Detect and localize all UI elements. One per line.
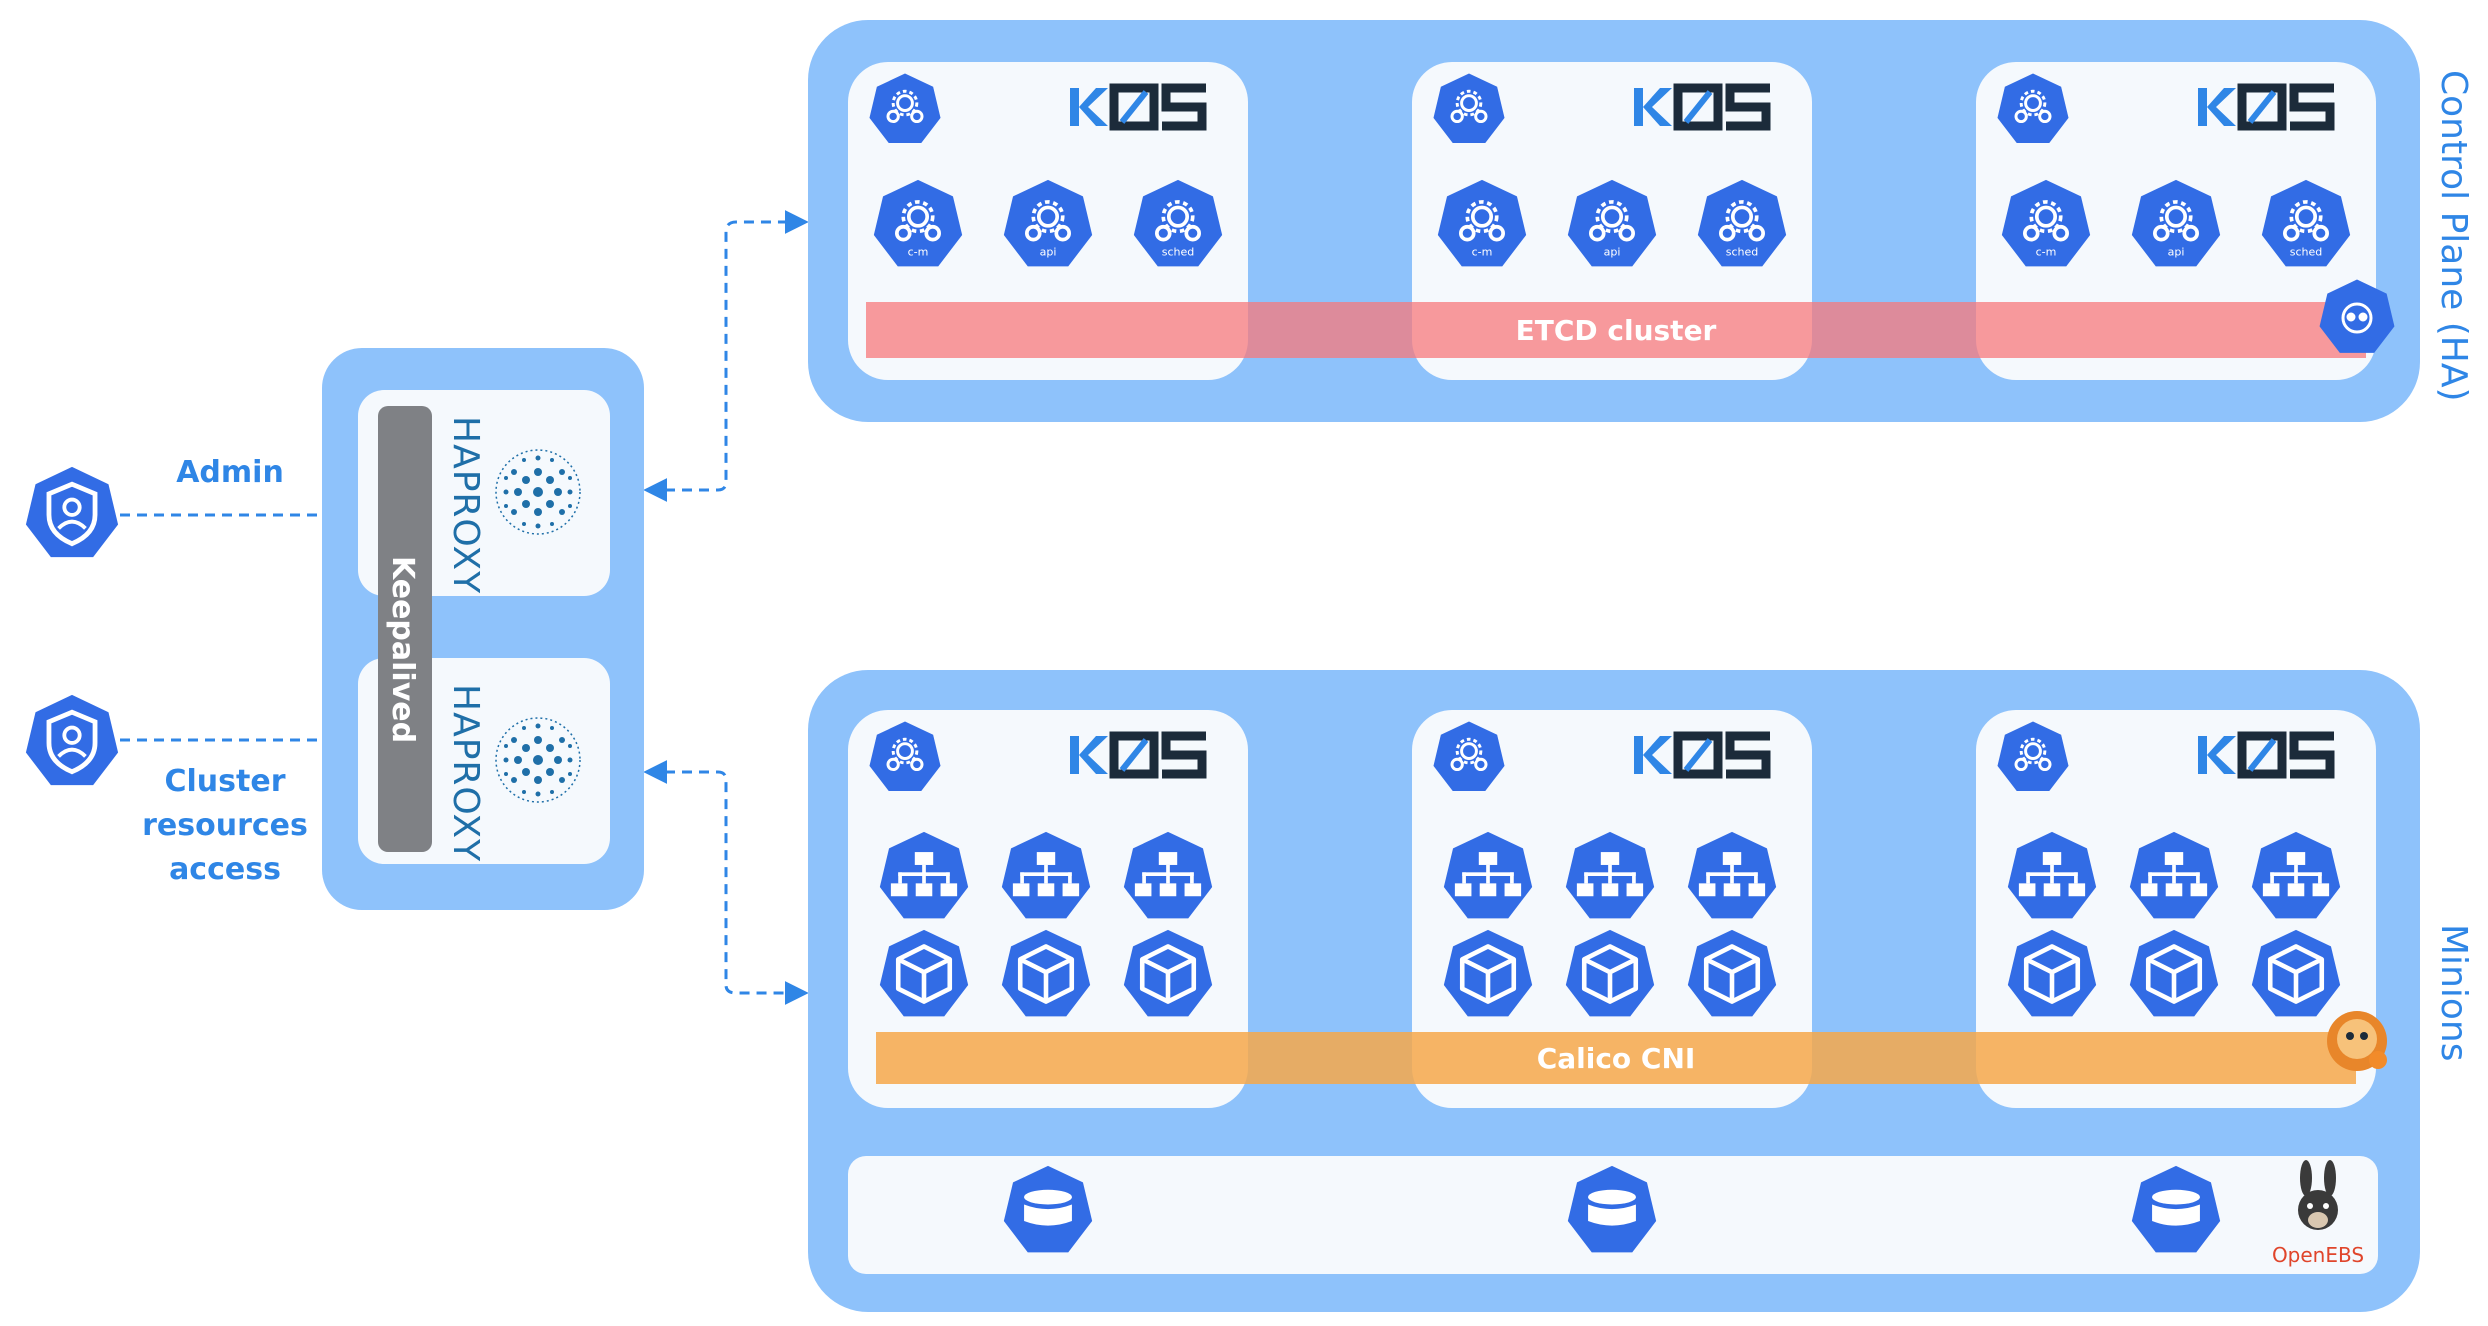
pod-icon — [1564, 928, 1656, 1020]
volume-icon — [2130, 1164, 2222, 1256]
pod-icon — [878, 928, 970, 1020]
scheduler-caption: sched — [1726, 245, 1759, 258]
cluster-access-label: Cluster resources access — [142, 764, 308, 887]
keepalived-bar: Keepalived — [378, 406, 432, 852]
api-server-icon: api — [2130, 178, 2222, 270]
admin-label: Admin — [176, 455, 284, 490]
pod-icon — [2006, 928, 2098, 1020]
service-icon — [2128, 830, 2220, 922]
controller-manager-caption: c-m — [1472, 245, 1493, 258]
k0s-logo-icon — [2194, 730, 2344, 780]
scheduler-icon: sched — [1132, 178, 1224, 270]
control-plane-label: Control Plane (HA) — [2433, 70, 2474, 402]
keepalived-label: Keepalived — [385, 556, 420, 744]
service-icon — [2006, 830, 2098, 922]
service-icon — [1000, 830, 1092, 922]
haproxy-logo-icon — [488, 710, 588, 810]
scheduler-caption: sched — [2290, 245, 2323, 258]
volume-icon — [1566, 1164, 1658, 1256]
node-gear-icon — [1996, 720, 2070, 794]
k0s-logo-icon — [1066, 730, 1216, 780]
service-icon — [1122, 830, 1214, 922]
service-icon — [1686, 830, 1778, 922]
calico-cni-bar: Calico CNI — [876, 1032, 2356, 1084]
service-icon — [2250, 830, 2342, 922]
pod-icon — [1122, 928, 1214, 1020]
k0s-logo-icon — [1630, 730, 1780, 780]
pod-icon — [2128, 928, 2220, 1020]
scheduler-caption: sched — [1162, 245, 1195, 258]
node-gear-icon — [1432, 72, 1506, 146]
volume-icon — [1002, 1164, 1094, 1256]
pod-icon — [2250, 928, 2342, 1020]
openebs-logo-icon: OpenEBS — [2272, 1160, 2364, 1267]
service-icon — [1442, 830, 1534, 922]
scheduler-icon: sched — [2260, 178, 2352, 270]
controller-manager-icon: c-m — [1436, 178, 1528, 270]
node-gear-icon — [868, 72, 942, 146]
node-gear-icon — [1432, 720, 1506, 794]
api-server-caption: api — [1040, 245, 1057, 258]
controller-manager-caption: c-m — [908, 245, 929, 258]
haproxy-wordmark-2: HAPROXY — [445, 684, 486, 863]
cluster-user-icon — [24, 693, 120, 789]
minions-label: Minions — [2433, 924, 2474, 1062]
node-gear-icon — [868, 720, 942, 794]
service-icon — [1564, 830, 1656, 922]
node-gear-icon — [1996, 72, 2070, 146]
calico-cat-icon — [2327, 1011, 2387, 1071]
etcd-icon — [2318, 278, 2396, 356]
api-server-icon: api — [1566, 178, 1658, 270]
pod-icon — [1686, 928, 1778, 1020]
controller-manager-caption: c-m — [2036, 245, 2057, 258]
admin-user-icon — [24, 465, 120, 561]
k0s-logo-icon — [1630, 82, 1780, 132]
haproxy-logo-icon — [488, 442, 588, 542]
k0s-logo-icon — [2194, 82, 2344, 132]
api-server-caption: api — [1604, 245, 1621, 258]
haproxy-wordmark-1: HAPROXY — [445, 416, 486, 595]
controller-manager-icon: c-m — [872, 178, 964, 270]
scheduler-icon: sched — [1696, 178, 1788, 270]
controller-manager-icon: c-m — [2000, 178, 2092, 270]
etcd-cluster-bar: ETCD cluster — [866, 302, 2366, 358]
pod-icon — [1442, 928, 1534, 1020]
openebs-label: OpenEBS — [2272, 1243, 2364, 1267]
k0s-logo-icon — [1066, 82, 1216, 132]
api-server-icon: api — [1002, 178, 1094, 270]
pod-icon — [1000, 928, 1092, 1020]
service-icon — [878, 830, 970, 922]
api-server-caption: api — [2168, 245, 2185, 258]
